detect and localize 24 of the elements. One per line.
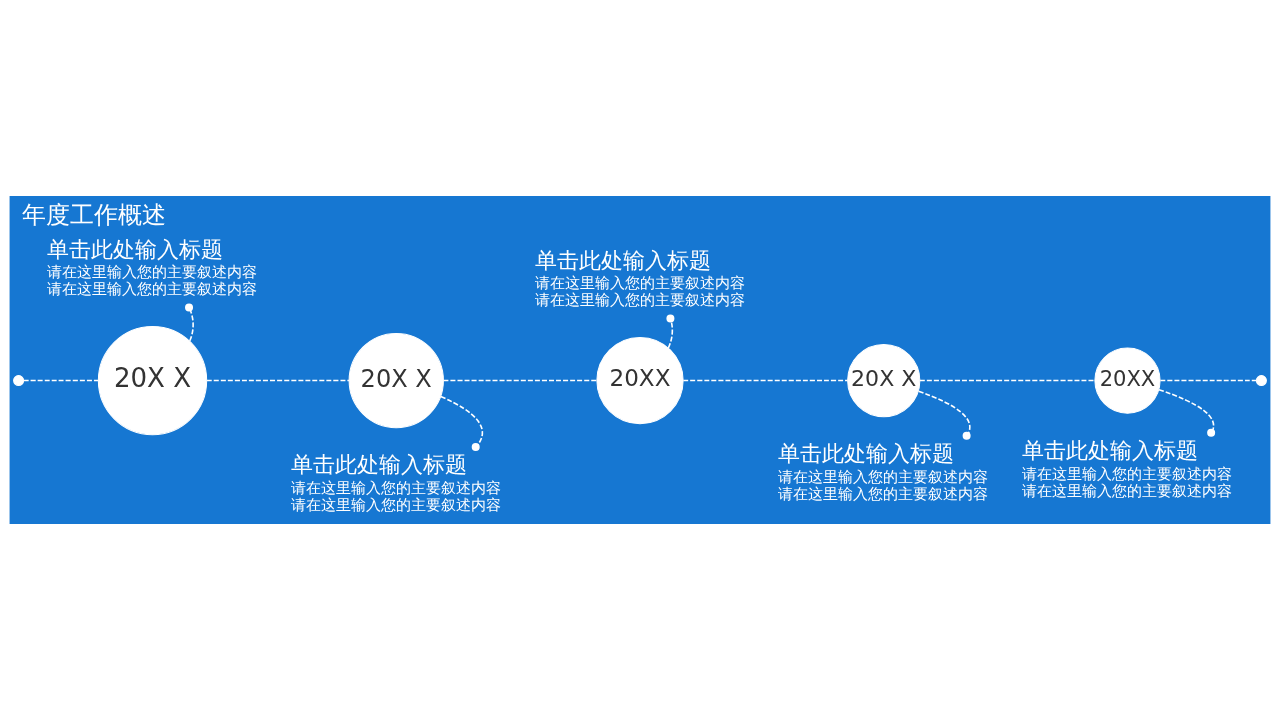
connector [1158,388,1216,437]
connector [442,379,598,382]
node-text: 单击此处输入标题 请在这里输入您的主要叙述内容请在这里输入您的主要叙述内容 [290,452,501,514]
connector [439,395,484,452]
node-circle: 20XX [596,336,684,425]
connector [919,379,1096,382]
node-circle [13,375,25,387]
node-circle: 20XX [1094,347,1161,414]
diagram-title: 年度工作概述 [22,201,167,230]
connector [185,303,194,342]
connector [917,390,971,440]
node-text: 单击此处输入标题 请在这里输入您的主要叙述内容请在这里输入您的主要叙述内容 [47,236,258,299]
node-circle [1255,375,1267,387]
connector [206,379,350,382]
node-text: 单击此处输入标题 请在这里输入您的主要叙述内容请在这里输入您的主要叙述内容 [1022,438,1233,500]
node-text: 单击此处输入标题 请在这里输入您的主要叙述内容请在这里输入您的主要叙述内容 [778,441,989,503]
node-text: 单击此处输入标题 请在这里输入您的主要叙述内容请在这里输入您的主要叙述内容 [534,247,745,310]
connector [1159,379,1258,382]
connector [22,379,100,382]
node-circle: 20X X [847,343,921,418]
node-circle: 20X X [348,332,444,429]
connector [666,314,675,349]
connector [682,379,849,382]
node-circle: 20X X [97,325,208,436]
